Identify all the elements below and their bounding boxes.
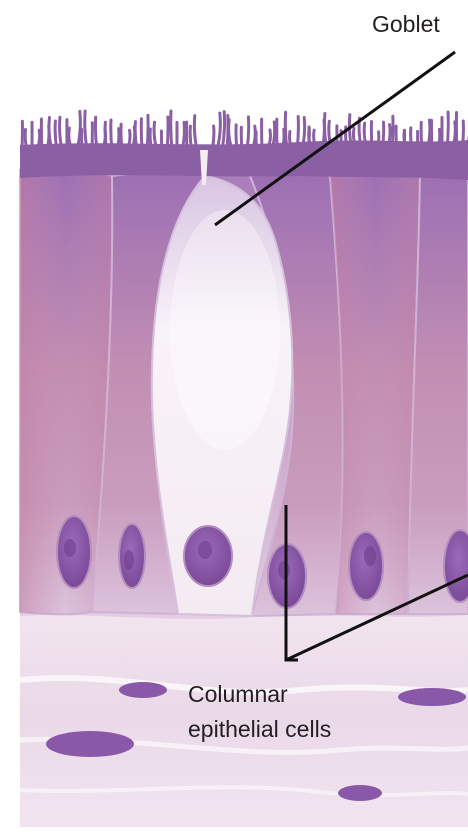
fibroblast-nucleus	[119, 682, 167, 698]
nucleus	[444, 530, 468, 602]
fibroblast-nucleus	[398, 688, 466, 706]
columnar-label-line1: Columnar	[188, 681, 288, 708]
goblet-label: Goblet	[372, 11, 440, 38]
fibroblast-nucleus	[46, 731, 134, 757]
nucleus	[349, 532, 383, 600]
apical-surface	[20, 140, 468, 180]
fibroblast-nucleus	[338, 785, 382, 801]
cilium	[222, 112, 225, 150]
columnar-label-line2: epithelial cells	[188, 716, 331, 743]
